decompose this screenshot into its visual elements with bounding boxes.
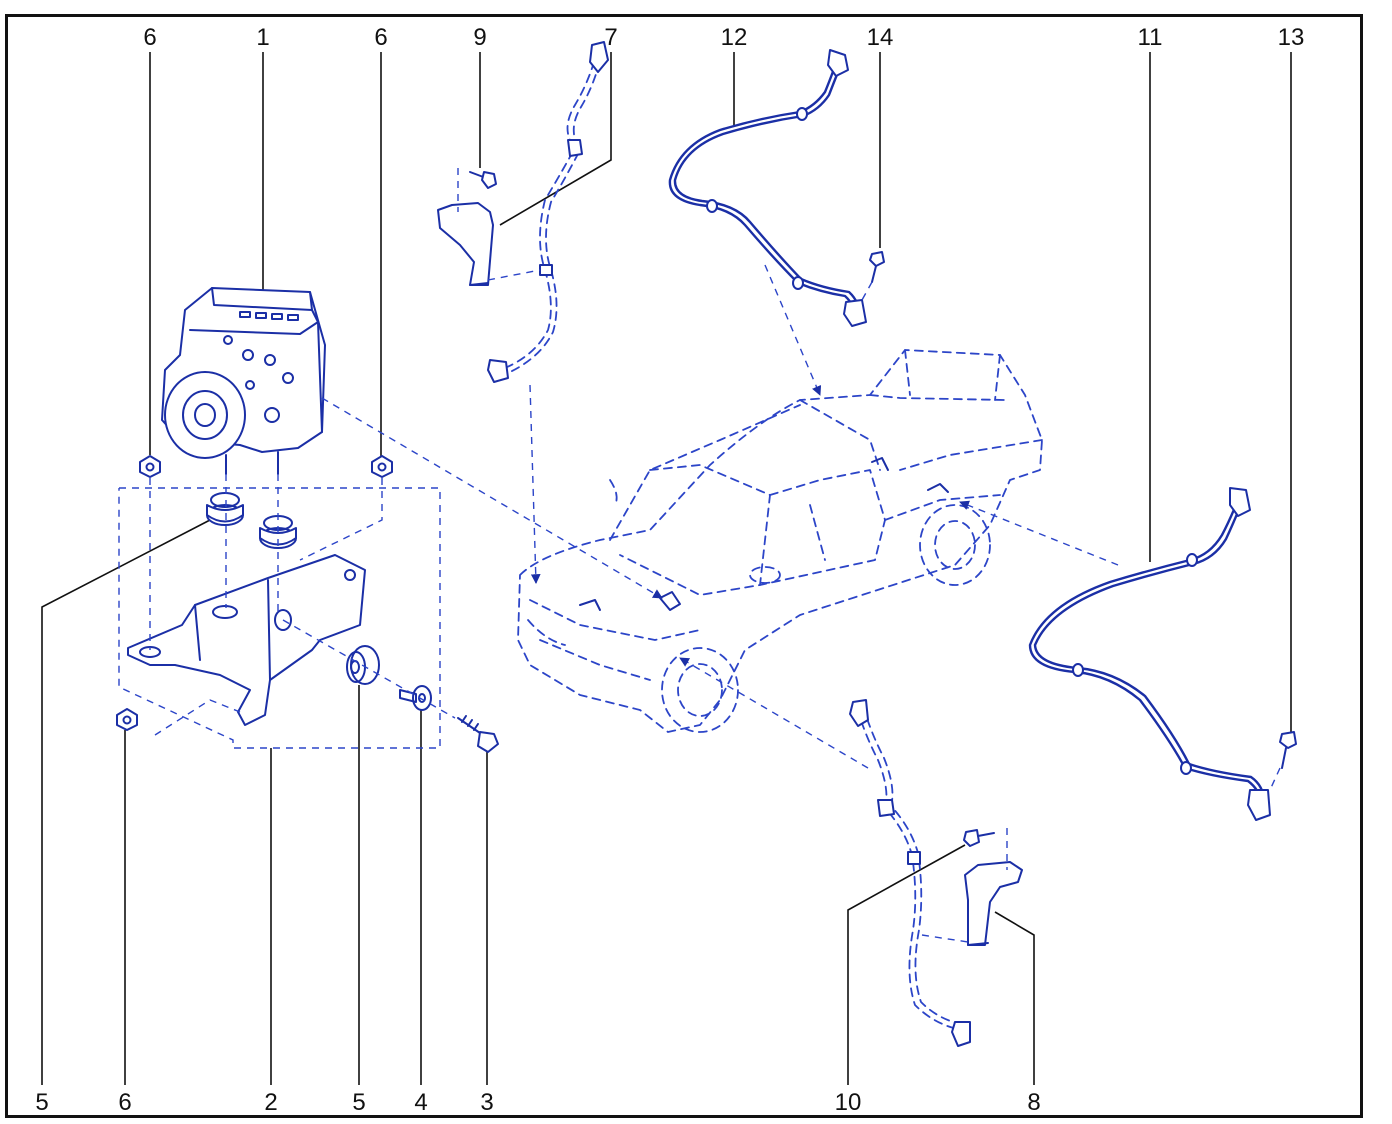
callout-7: 7 [604, 24, 617, 51]
leader-lines [41, 52, 1292, 1085]
nut-bottom-left [116, 708, 138, 731]
abs-hydraulic-unit [161, 287, 326, 475]
abs-assembly-guides [118, 474, 456, 749]
location-arrows [321, 264, 1119, 769]
bolt-14 [861, 251, 885, 301]
callout-10: 10 [835, 1089, 862, 1116]
abs-mounting-bracket [127, 554, 366, 726]
washer-sleeve [399, 685, 432, 711]
callout-8: 8 [1027, 1089, 1040, 1116]
nut-top-right [371, 455, 393, 478]
callout-9: 9 [473, 24, 486, 51]
bolt-9 [457, 168, 497, 212]
callout-6-top-right: 6 [374, 24, 387, 51]
mounting-bolt [457, 715, 499, 753]
rubber-isolator-left [206, 492, 244, 526]
front-sensor-harness-lower [849, 699, 971, 1047]
callout-5-bottom-left: 5 [35, 1089, 48, 1116]
rubber-isolator-right [259, 515, 297, 549]
nut-top-left [139, 455, 161, 478]
callout-12: 12 [721, 24, 748, 51]
front-sensor-bracket-lower [921, 861, 1023, 946]
callout-2: 2 [264, 1089, 277, 1116]
diagram-frame [5, 14, 1363, 1118]
vehicle-outline [517, 349, 1043, 733]
front-sensor-harness-upper [487, 41, 609, 383]
bolt-10 [963, 828, 1008, 870]
callout-3: 3 [480, 1089, 493, 1116]
callout-6-top-left: 6 [143, 24, 156, 51]
callout-11: 11 [1138, 24, 1163, 51]
callout-1: 1 [256, 24, 269, 51]
rear-sensor-cable-12 [668, 49, 867, 327]
rear-sensor-cable-11 [1028, 487, 1271, 821]
callout-6-bottom: 6 [118, 1089, 131, 1116]
front-sensor-bracket-upper [437, 202, 541, 286]
callout-4: 4 [414, 1089, 427, 1116]
bolt-13 [1269, 731, 1297, 791]
callout-13: 13 [1278, 24, 1305, 51]
callout-14: 14 [867, 24, 894, 51]
callout-5-bottom: 5 [352, 1089, 365, 1116]
